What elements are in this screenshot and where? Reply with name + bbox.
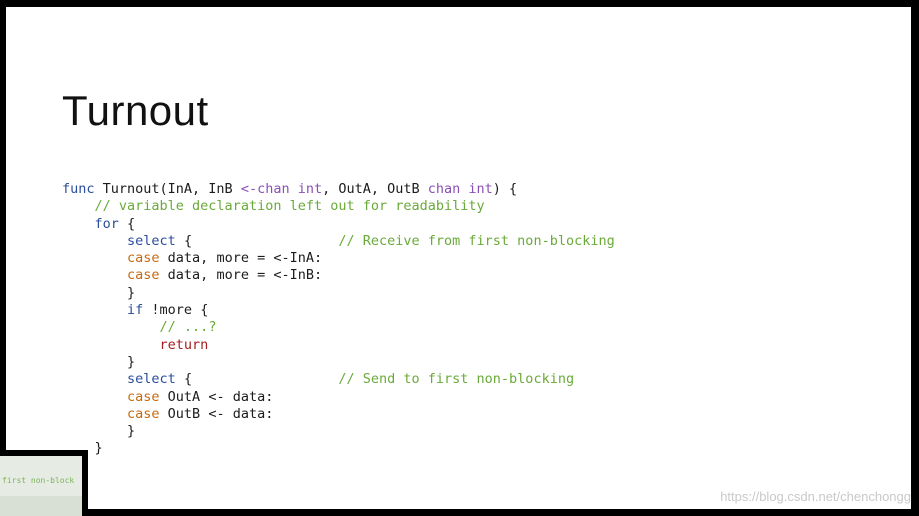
code-line: } — [62, 285, 615, 302]
code-comment: // ...? — [159, 319, 217, 336]
code-line: case OutB <- data: — [62, 406, 615, 423]
code-line: if !more { — [62, 302, 615, 319]
code-line: } — [62, 354, 615, 371]
code-token: select — [127, 371, 176, 388]
thumbnail-preview: first non-block — [0, 456, 82, 516]
code-token: { — [118, 215, 136, 232]
code-token — [62, 337, 160, 353]
code-token — [62, 216, 95, 232]
code-token: !more { — [143, 302, 209, 319]
code-token: case — [127, 267, 160, 284]
code-line: // ...? — [62, 319, 615, 336]
thumbnail-text: first non-block — [2, 476, 75, 485]
code-token: } — [62, 284, 136, 301]
code-token — [62, 198, 95, 214]
code-token: data, more = <-InB: — [159, 267, 323, 284]
code-line: // variable declaration left out for rea… — [62, 198, 615, 215]
code-token — [62, 319, 160, 335]
code-token: } — [62, 440, 103, 457]
code-token: case — [127, 405, 160, 422]
code-token: for — [94, 215, 119, 232]
code-token — [62, 233, 127, 249]
code-token: OutB <- data: — [159, 405, 274, 422]
code-token: return — [159, 336, 209, 353]
code-token: { — [175, 232, 339, 249]
code-token — [62, 250, 127, 266]
code-token: if — [127, 302, 144, 319]
code-line: case data, more = <-InA: — [62, 250, 615, 267]
code-token — [62, 406, 127, 422]
code-token — [62, 302, 127, 318]
code-token: } — [62, 423, 136, 440]
code-token: OutA <- data: — [159, 388, 274, 405]
code-token: { — [175, 371, 339, 388]
code-line: select { // Receive from first non-block… — [62, 233, 615, 250]
code-comment: // Send to first non-blocking — [338, 371, 575, 388]
code-line: case OutA <- data: — [62, 389, 615, 406]
slide-title: Turnout — [62, 87, 209, 134]
code-line: for { — [62, 216, 615, 233]
code-line: return — [62, 337, 615, 354]
presentation-slide: Turnout func Turnout(InA, InB <-chan int… — [6, 7, 911, 509]
watermark-url: https://blog.csdn.net/chenchongg — [720, 489, 911, 504]
code-comment: // variable declaration left out for rea… — [94, 198, 485, 215]
code-token — [62, 389, 127, 405]
code-token: , OutA, OutB — [322, 181, 428, 197]
code-token: ) { — [492, 181, 518, 197]
code-block: func Turnout(InA, InB <-chan int, OutA, … — [62, 181, 615, 458]
video-thumbnail[interactable]: first non-block — [0, 450, 88, 516]
code-token: case — [127, 250, 160, 267]
code-line: func Turnout(InA, InB <-chan int, OutA, … — [62, 181, 615, 198]
code-token: select — [127, 232, 176, 249]
code-line: select { // Send to first non-blocking — [62, 371, 615, 388]
code-token: Turnout(InA, InB — [102, 181, 241, 197]
code-comment: // Receive from first non-blocking — [338, 232, 615, 249]
code-token: <-chan int — [240, 181, 323, 197]
code-token — [62, 267, 127, 283]
code-line: } — [62, 440, 615, 457]
code-line: case data, more = <-InB: — [62, 267, 615, 284]
code-line: } — [62, 423, 615, 440]
code-token: chan int — [427, 181, 493, 197]
code-token: func — [62, 181, 103, 197]
code-token: data, more = <-InA: — [159, 250, 323, 267]
thumbnail-blur-region — [0, 496, 82, 516]
code-token: } — [62, 353, 136, 370]
code-token: case — [127, 388, 160, 405]
code-token — [62, 371, 127, 387]
